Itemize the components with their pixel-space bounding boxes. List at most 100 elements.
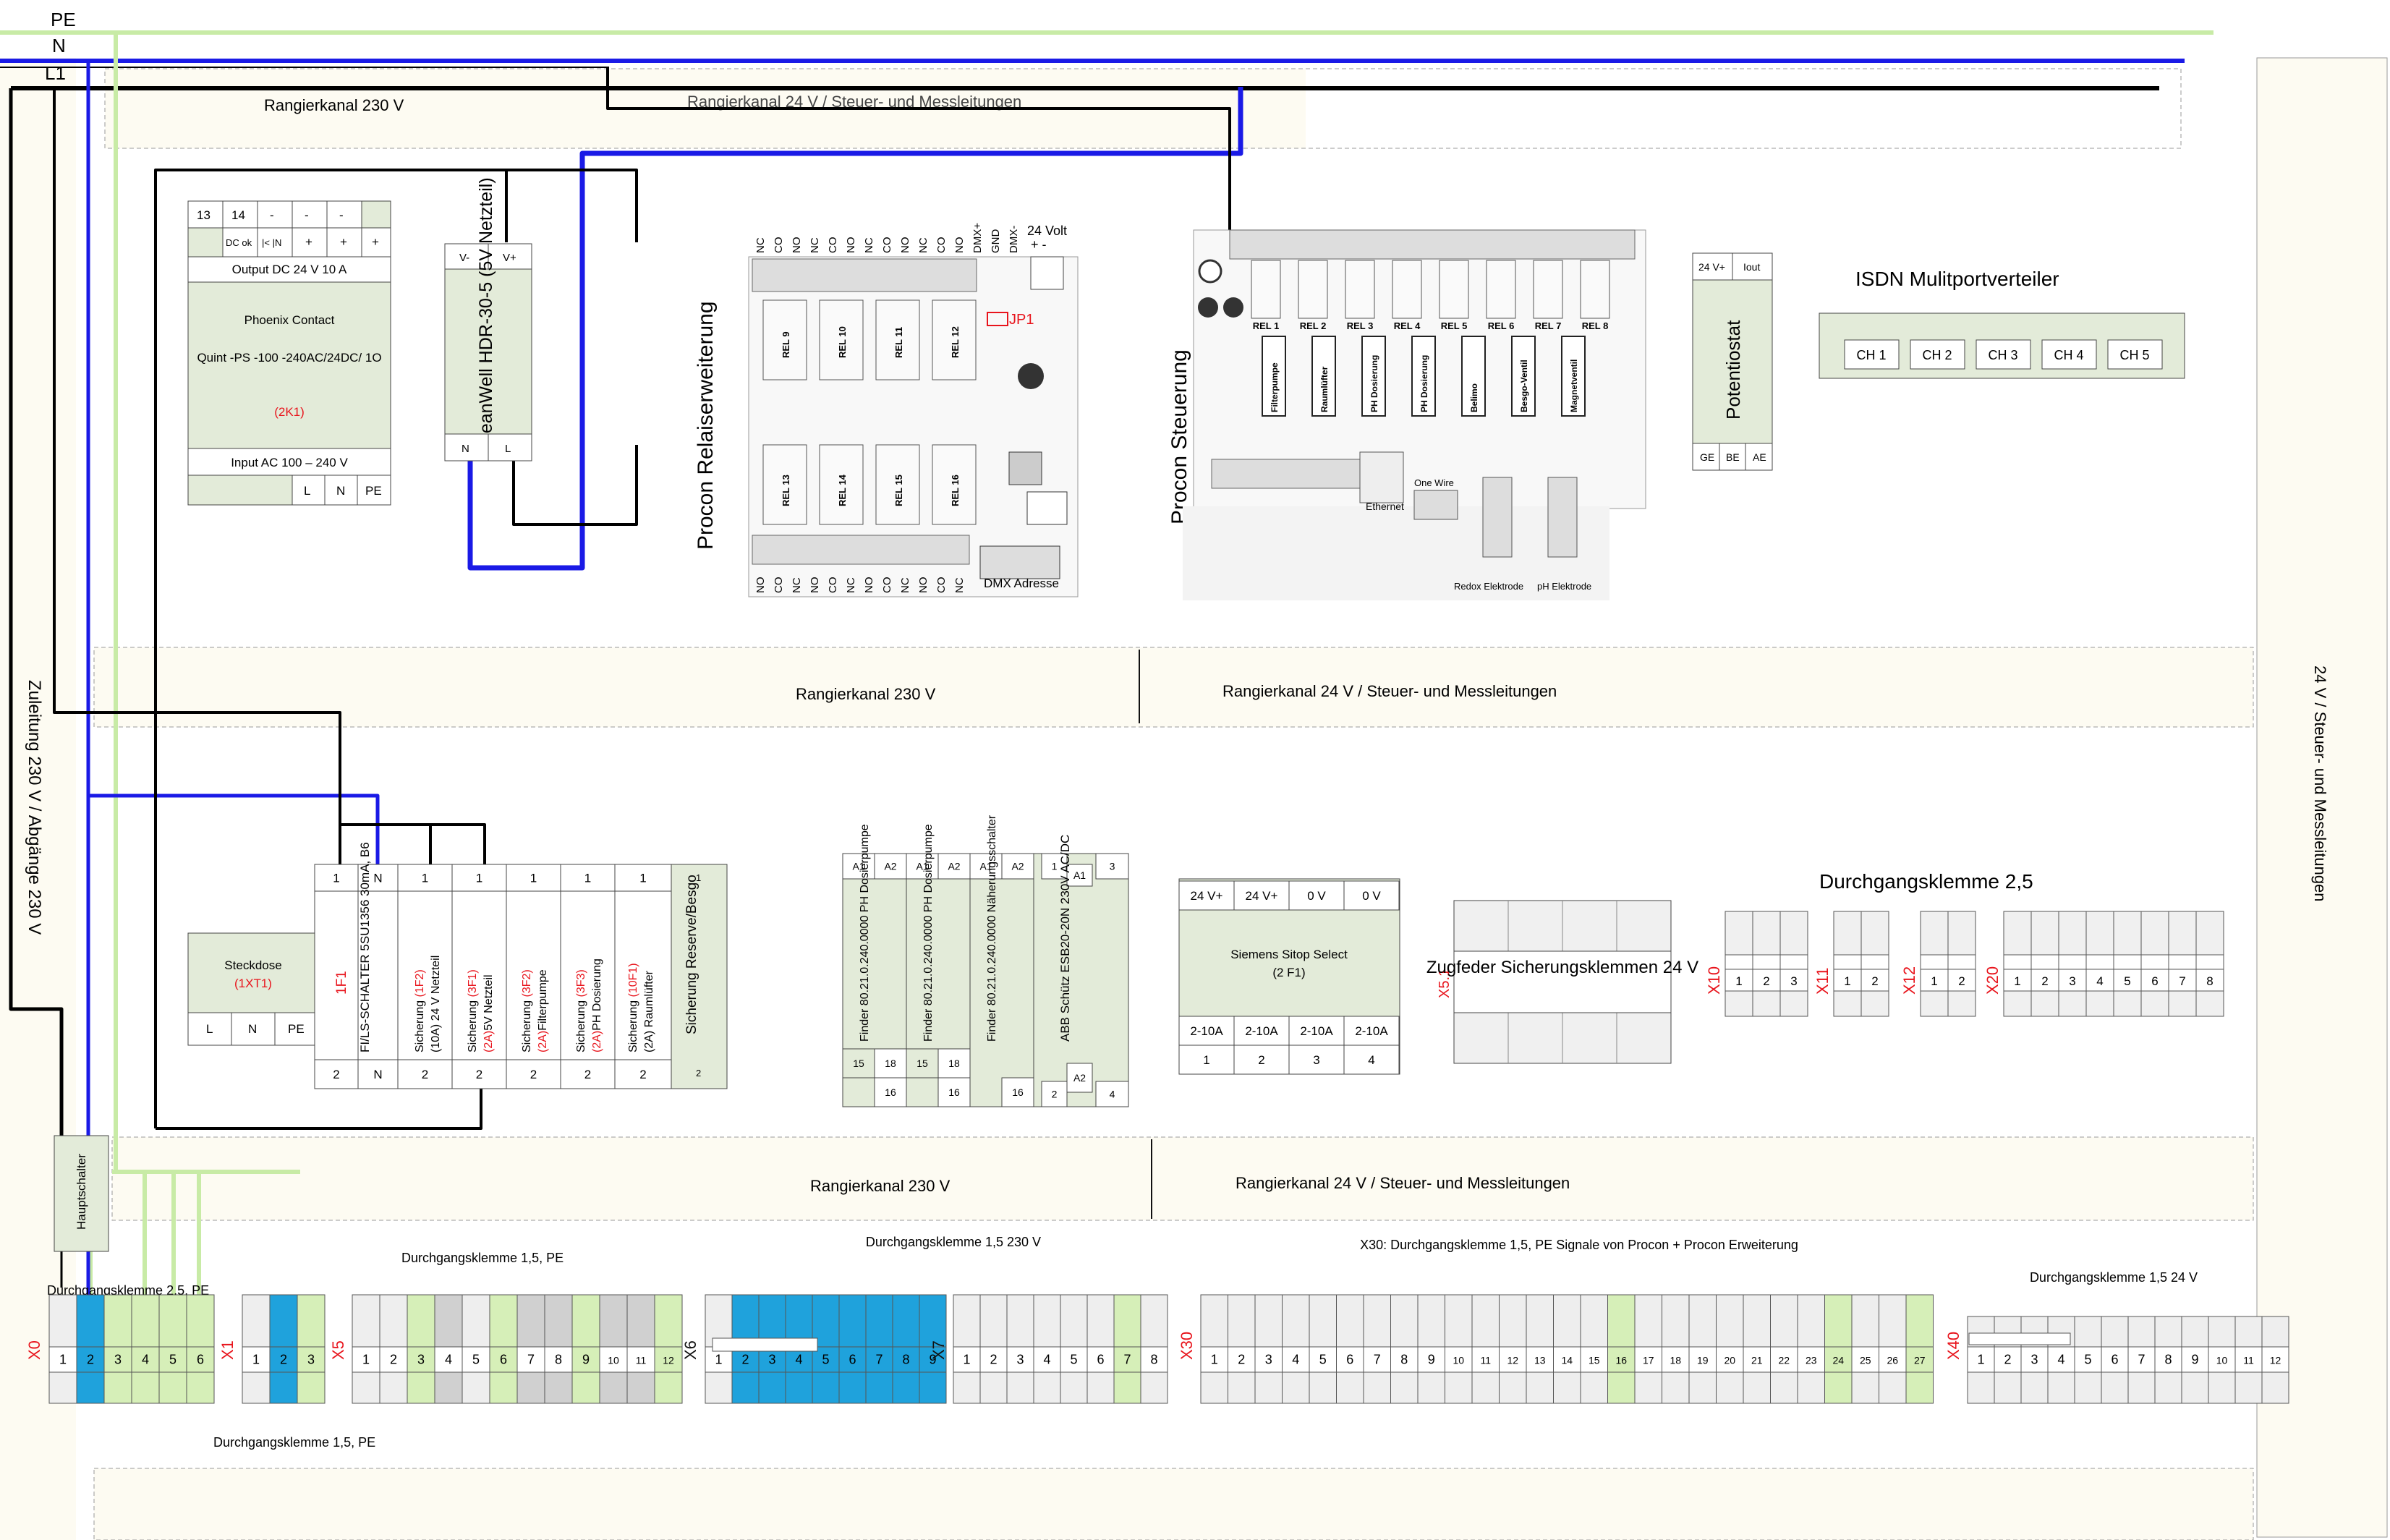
terminal-number: 3	[307, 1353, 315, 1367]
bottom-duct	[93, 1468, 2254, 1540]
d25-terminal-label: 1	[1844, 974, 1850, 988]
sitop-top-label: 24 V+	[1246, 889, 1278, 903]
terminal-number: 7	[2138, 1353, 2145, 1367]
controller-relay	[1486, 260, 1516, 319]
relay-ext-chip	[1008, 451, 1042, 485]
terminal-number: 7	[527, 1353, 535, 1367]
terminal-number-cell	[434, 1346, 463, 1373]
terminal-number: 2	[741, 1353, 749, 1367]
relay-ext-pin-label: NO	[917, 577, 930, 594]
controller-load-label: Filterpumpe	[1270, 362, 1280, 412]
psu-meanwell-pin: V-	[459, 252, 469, 264]
relay-ext-relay	[932, 299, 977, 380]
d25-block-label: X20	[1983, 966, 2002, 995]
relay-header-cell	[906, 853, 939, 880]
relay-ext-pin-label: CO	[881, 237, 893, 254]
fuse-f3-text: Sicherung (3F1)(2A)5V Netzteil	[467, 969, 495, 1052]
relay-ext-dmx-block	[979, 545, 1060, 579]
psu-phoenix-input: Input AC 100 – 240 V	[231, 456, 348, 469]
d25-terminal-slot	[2113, 954, 2142, 971]
sitop-top-cell	[1233, 880, 1290, 911]
terminal-block-label: X30	[1178, 1332, 1196, 1360]
fuse-top-label: 1	[584, 871, 591, 885]
relay-ext-relay-label: REL 13	[781, 475, 791, 506]
fuse-top-label: 1	[333, 871, 339, 885]
terminal-number-cell	[2154, 1346, 2182, 1373]
relay-pin15-label: 15	[917, 1058, 928, 1069]
sitop-out-label: 2-10A	[1355, 1024, 1388, 1038]
terminal-number: 2	[390, 1353, 397, 1367]
terminal-block-label: X6	[681, 1340, 699, 1360]
potentiostat: 24 V+ Iout Potentiostat GE BE AE	[1692, 252, 1773, 471]
terminal-number: 23	[1806, 1355, 1817, 1366]
abb-top-label: 3	[1110, 860, 1115, 872]
d25-terminal-label: 2	[2041, 974, 2048, 988]
psu-phoenix-output: Output DC 24 V 10 A	[232, 263, 347, 276]
fuse-top-label: 1	[639, 871, 646, 885]
durchgang25-title: Durchgangsklemme 2,5	[1819, 870, 2033, 893]
terminal-number: 8	[902, 1353, 909, 1367]
abb-bottom-label: 4	[1110, 1088, 1115, 1099]
potentiostat-pin: GE	[1700, 451, 1714, 463]
sitop-top-label: 0 V	[1362, 889, 1381, 903]
d25-terminal-slot	[1779, 954, 1808, 971]
terminal-number-cell	[2181, 1346, 2209, 1373]
d25-terminal-label: 2	[1958, 974, 1965, 988]
hauptschalter: Hauptschalter	[54, 1135, 109, 1252]
relay-header-label: A2	[1011, 860, 1024, 872]
fuse-bottom-label: 2	[476, 1068, 482, 1081]
controller-redox-connector	[1482, 477, 1513, 558]
d25-terminal-label: 3	[1790, 974, 1797, 988]
caption-x30: X30: Durchgangsklemme 1,5, PE Signale vo…	[1360, 1238, 1798, 1252]
d25-terminal-label: 1	[1735, 974, 1742, 988]
terminal-number-cell	[953, 1346, 981, 1373]
abb-bottom-label: A2	[1073, 1072, 1086, 1084]
terminal-number: 14	[1561, 1355, 1573, 1366]
fuse-reserve-label: Sicherung Reserve/Besgo	[684, 875, 699, 1034]
terminal-block-label: X40	[1944, 1332, 1962, 1360]
terminal-number: 1	[252, 1353, 260, 1367]
fuse-bottom-cell	[314, 1059, 359, 1089]
relay-header-label: A1	[979, 860, 992, 872]
terminal-number-cell	[571, 1346, 600, 1373]
fuse-f5-text: Sicherung (3F3)(2A)PH Dosierung	[575, 958, 603, 1052]
isdn-channel-label: CH 2	[1922, 348, 1952, 362]
isdn-channel-label: CH 5	[2119, 348, 2149, 362]
relay-ext-pin-label: CO	[773, 577, 785, 594]
d25-terminal-label: 4	[2096, 974, 2103, 988]
relay-ext-relay-label: REL 11	[893, 327, 904, 358]
terminal-number: 2	[280, 1353, 287, 1367]
psu-meanwell: V- V+ MeanWell HDR-30-5 (5V Netzteil) N …	[444, 177, 532, 461]
relay-ext-relay	[932, 444, 977, 525]
channel-label-low-230: Rangierkanal 230 V	[810, 1177, 951, 1195]
sitop-title: Siemens Sitop Select	[1230, 948, 1348, 961]
zugfeder-label: Zugfeder Sicherungsklemmen 24 V	[1426, 958, 1698, 977]
terminal-number: 6	[2111, 1353, 2118, 1367]
terminal-number: 5	[1070, 1353, 1077, 1367]
relay-pin18-cell	[874, 1048, 907, 1079]
sitop-num-cell	[1178, 1045, 1235, 1075]
caption-x6: Durchgangsklemme 1,5 230 V	[866, 1235, 1041, 1249]
relay-ext-pin-label: CO	[773, 237, 785, 254]
relay-ext-top-strip	[752, 258, 977, 292]
controller-capacitor	[1223, 297, 1243, 318]
relay-ext-relay	[875, 299, 920, 380]
relay-ext-pin-label: NO	[953, 237, 966, 254]
psu-meanwell-label: MeanWell HDR-30-5 (5V Netzteil)	[476, 177, 496, 448]
psu-phoenix-pin: -	[270, 208, 274, 222]
terminal-number: 3	[417, 1353, 425, 1367]
isdn-channel-box	[1976, 339, 2031, 370]
d25-terminal-slot	[2085, 954, 2114, 971]
controller-load-label: Magnetventil	[1569, 360, 1579, 412]
fuse-bottom-label: 2	[639, 1068, 646, 1081]
terminal-number-cell	[1634, 1346, 1662, 1373]
fuse-bottom-label: 2	[584, 1068, 591, 1081]
terminal-number: 9	[2191, 1353, 2198, 1367]
sitop-num-label: 1	[1203, 1053, 1209, 1067]
sitop-num-cell	[1233, 1045, 1290, 1075]
